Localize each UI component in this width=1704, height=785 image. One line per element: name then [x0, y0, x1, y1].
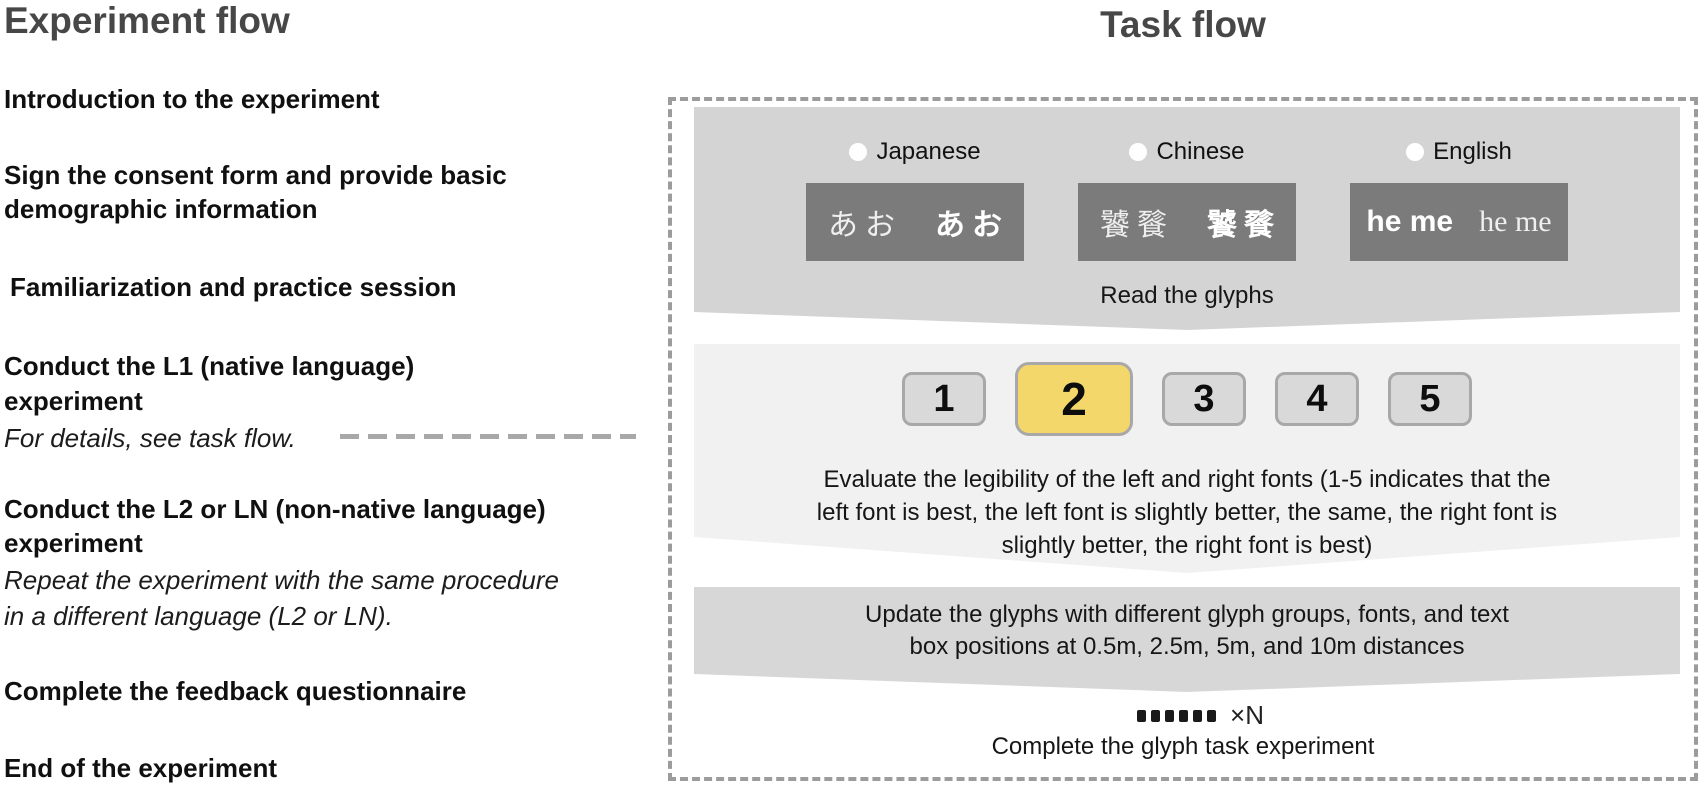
- task-flow-connector-line: [340, 434, 636, 439]
- step-introduction: Introduction to the experiment: [4, 84, 380, 114]
- step-familiarization: Familiarization and practice session: [10, 272, 457, 302]
- step-l2-experiment: Conduct the L2 or LN (non-native languag…: [4, 494, 546, 558]
- read-glyphs-section: Japanese あお あお Chinese 饕餮 饕餮: [694, 107, 1680, 330]
- complete-caption: Complete the glyph task experiment: [991, 733, 1375, 760]
- step-end-of-experiment: End of the experiment: [4, 753, 278, 783]
- evaluate-section: 1 2 3 4 5 Evaluate the legibility of the…: [694, 344, 1680, 573]
- step-feedback-questionnaire: Complete the feedback questionnaire: [4, 676, 467, 706]
- language-column-chinese: Chinese 饕餮 饕餮: [1078, 139, 1296, 261]
- english-glyphs-left: he me: [1366, 205, 1454, 238]
- language-column-japanese: Japanese あお あお: [806, 139, 1024, 261]
- japanese-glyphs-right: あお: [935, 209, 1009, 242]
- english-radio[interactable]: English: [1406, 139, 1512, 165]
- experiment-flow-title: Experiment flow: [4, 0, 290, 41]
- update-section: Update the glyphs with different glyph g…: [694, 587, 1680, 692]
- step-l1-note: For details, see task flow.: [4, 423, 296, 453]
- english-radio-label: English: [1433, 138, 1512, 165]
- language-column-english: English he me he me: [1350, 139, 1568, 261]
- step-consent-form: Sign the consent form and provide basic …: [4, 160, 507, 224]
- rating-button-3[interactable]: 3: [1162, 372, 1246, 426]
- chinese-glyphs-right: 饕餮: [1207, 209, 1281, 242]
- task-flow-panel: Japanese あお あお Chinese 饕餮 饕餮: [668, 97, 1698, 781]
- rating-button-5[interactable]: 5: [1388, 372, 1472, 426]
- chinese-radio[interactable]: Chinese: [1129, 139, 1244, 165]
- read-glyphs-caption: Read the glyphs: [1100, 282, 1274, 309]
- radio-icon[interactable]: [1406, 143, 1424, 161]
- radio-icon[interactable]: [1129, 143, 1147, 161]
- japanese-radio-label: Japanese: [876, 138, 981, 165]
- repeat-count-label: ×N: [1230, 700, 1264, 730]
- chinese-glyphs-left: 饕餮: [1100, 209, 1174, 242]
- rating-button-4[interactable]: 4: [1275, 372, 1359, 426]
- repeat-indicator: ×N: [707, 700, 1694, 731]
- chinese-radio-label: Chinese: [1156, 138, 1245, 165]
- english-glyph-box: he me he me: [1350, 183, 1568, 261]
- step-l1-experiment: Conduct the L1 (native language) experim…: [4, 351, 415, 416]
- japanese-radio[interactable]: Japanese: [849, 139, 980, 165]
- rating-scale: 1 2 3 4 5: [694, 362, 1680, 436]
- rating-button-2-selected[interactable]: 2: [1015, 362, 1133, 436]
- step-l2-note: Repeat the experiment with the same proc…: [4, 565, 559, 631]
- task-flow-title: Task flow: [1100, 4, 1266, 45]
- english-glyphs-right: he me: [1479, 205, 1552, 238]
- repeat-dots-icon: [1137, 709, 1217, 722]
- japanese-glyphs-left: あお: [828, 209, 902, 242]
- language-row: Japanese あお あお Chinese 饕餮 饕餮: [694, 139, 1680, 261]
- chinese-glyph-box: 饕餮 饕餮: [1078, 183, 1296, 261]
- evaluate-caption: Evaluate the legibility of the left and …: [816, 466, 1558, 559]
- update-caption: Update the glyphs with different glyph g…: [865, 601, 1509, 660]
- japanese-glyph-box: あお あお: [806, 183, 1024, 261]
- rating-button-1[interactable]: 1: [902, 372, 986, 426]
- radio-icon[interactable]: [849, 143, 867, 161]
